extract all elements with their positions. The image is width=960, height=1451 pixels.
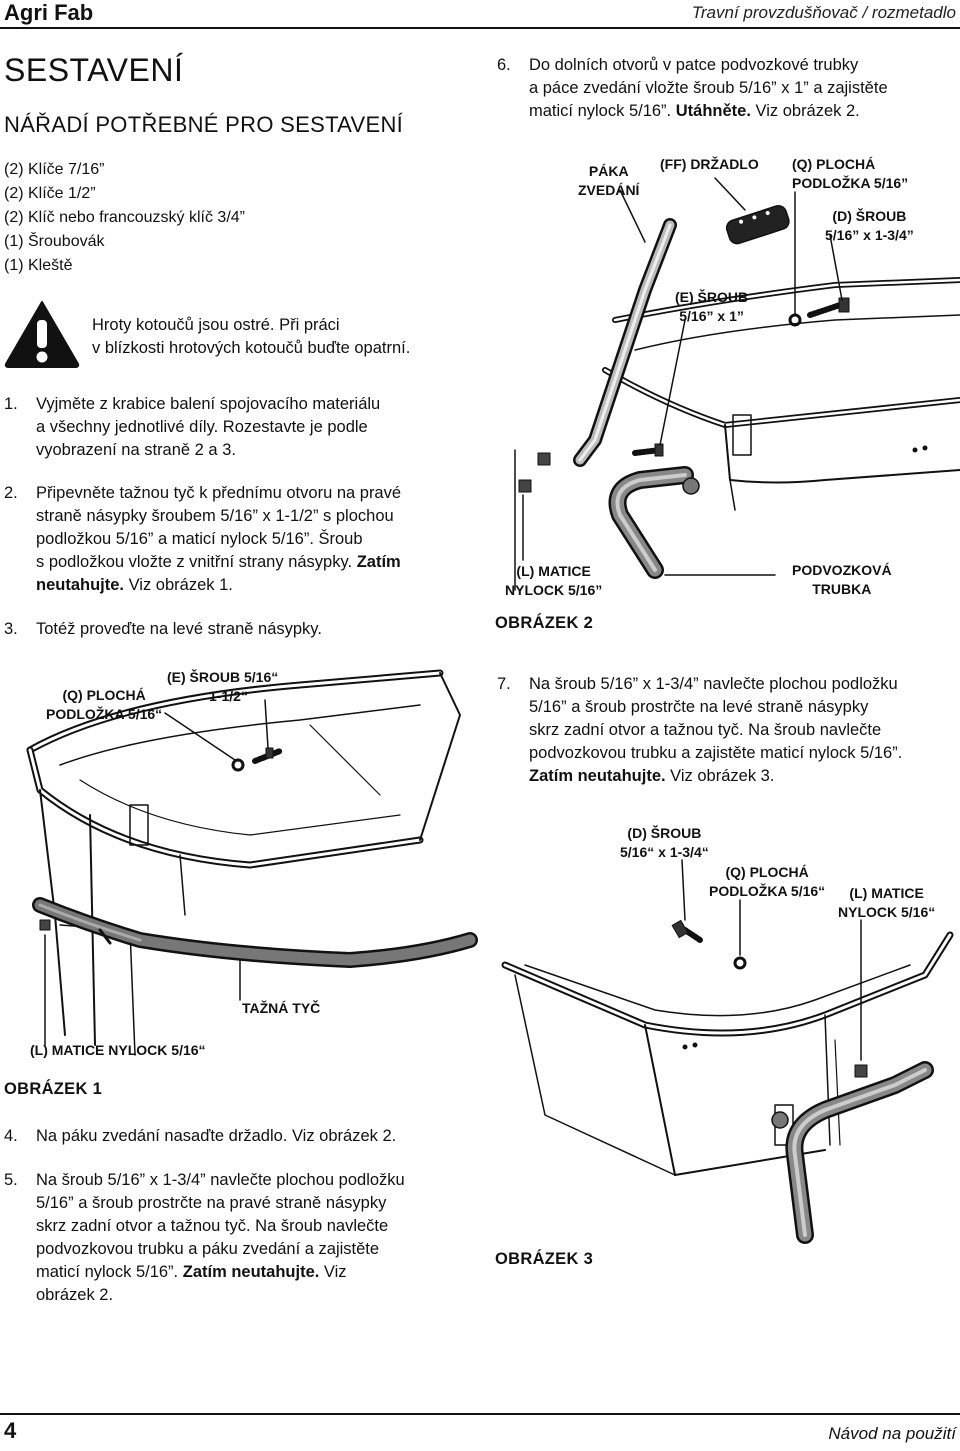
brand-logo: Agri Fab [4, 0, 94, 25]
fig3-label-bolt: (D) ŠROUB 5/16“ x 1-3/4“ [620, 824, 709, 862]
step-6: 6. Do dolních otvorů v patce podvozkové … [497, 54, 957, 123]
page-number: 4 [4, 1418, 17, 1443]
step-line: maticí nylock 5/16”. Utáhněte. Viz obráz… [529, 102, 860, 120]
step-number: 5. [4, 1171, 18, 1189]
step-line: skrz zadní otvor a tažnou tyč. Na šroub … [36, 1217, 389, 1235]
step-2: 2. Připevněte tažnou tyč k přednímu otvo… [4, 482, 474, 597]
label-line: 5/16” x 1-3/4” [825, 227, 914, 243]
manual-title: Návod na použití [828, 1424, 956, 1443]
label-line: (D) ŠROUB [627, 825, 702, 841]
figure-2-drawing [514, 177, 960, 591]
label-line: (E) ŠROUB [675, 289, 749, 305]
tools-item: (1) Kleště [4, 257, 73, 274]
fig2-label-bolt-d: (D) ŠROUB 5/16” x 1-3/4” [825, 207, 914, 245]
step-1: 1. Vyjměte z krabice balení spojovacího … [4, 393, 464, 462]
label-line: PODLOŽKA 5/16” [792, 175, 909, 191]
label-line: 5/16“ x 1-3/4“ [620, 844, 709, 860]
step-3: 3. Totéž proveďte na levé straně násypky… [4, 618, 474, 641]
step-line: Připevněte tažnou tyč k přednímu otvoru … [36, 484, 402, 502]
fig2-label-tube: PODVOZKOVÁ TRUBKA [792, 561, 892, 599]
step-line: podvozkovou trubku a páku zvedání a zaji… [36, 1240, 380, 1258]
label-line: TRUBKA [812, 581, 872, 597]
fig1-label-bolt: (E) ŠROUB 5/16“ 1-1/2“ [167, 668, 278, 706]
label-line: PODLOŽKA 5/16“ [46, 706, 163, 722]
figure-1-drawing [26, 669, 478, 1056]
warning-line: v blízkosti hrotových kotoučů buďte opat… [92, 339, 411, 357]
step-line: Totéž proveďte na levé straně násypky. [36, 620, 322, 638]
step-line: Na šroub 5/16” x 1-3/4” navlečte plochou… [36, 1171, 405, 1189]
step-number: 7. [497, 675, 511, 693]
warning-line: Hroty kotoučů jsou ostré. Při práci [92, 316, 340, 334]
step-line: a všechny jednotlivé díly. Rozestavte je… [36, 418, 368, 436]
label-line: (E) ŠROUB 5/16“ [167, 669, 279, 685]
step-4: 4. Na páku zvedání nasaďte držadlo. Viz … [4, 1125, 474, 1148]
fig1-label-towbar: TAŽNÁ TYČ [242, 1000, 321, 1016]
step-line: s podložkou vložte z vnitřní strany násy… [36, 553, 401, 571]
section-title: SESTAVENÍ [4, 52, 184, 88]
step-number: 1. [4, 395, 18, 413]
tools-item: (1) Šroubovák [4, 233, 105, 250]
step-line: 5/16” a šroub prostrčte na pravé straně … [36, 1194, 387, 1212]
label-line: NYLOCK 5/16“ [838, 904, 936, 920]
step-number: 4. [4, 1127, 18, 1145]
tools-list: (2) Klíče 7/16” (2) Klíče 1/2” (2) Klíč … [4, 158, 245, 278]
step-line: neutahujte. Viz obrázek 1. [36, 576, 233, 594]
step-number: 6. [497, 56, 511, 74]
fig1-label-nut: (L) MATICE NYLOCK 5/16“ [30, 1042, 206, 1058]
label-line: ZVEDÁNÍ [578, 182, 640, 198]
step-line: maticí nylock 5/16”. Zatím neutahujte. V… [36, 1263, 347, 1281]
figure-1-caption: OBRÁZEK 1 [4, 1080, 103, 1098]
label-line: PODVOZKOVÁ [792, 562, 892, 578]
footer-rule [0, 1413, 960, 1415]
label-line: (L) MATICE [516, 563, 591, 579]
product-title: Travní provzdušňovač / rozmetadlo [691, 3, 956, 22]
step-5: 5. Na šroub 5/16” x 1-3/4” navlečte ploc… [4, 1169, 474, 1307]
step-7: 7. Na šroub 5/16” x 1-3/4” navlečte ploc… [497, 673, 957, 788]
fig2-label-nut: (L) MATICE NYLOCK 5/16” [505, 562, 602, 600]
step-number: 3. [4, 620, 18, 638]
label-line: (Q) PLOCHÁ [62, 687, 146, 703]
step-line: podvozkovou trubku a zajistěte maticí ny… [529, 744, 903, 762]
tools-item: (2) Klíče 7/16” [4, 161, 105, 178]
tools-item: (2) Klíč nebo francouzský klíč 3/4” [4, 209, 245, 226]
step-line: straně násypky šroubem 5/16” x 1-1/2” s … [36, 507, 394, 525]
label-line: PODLOŽKA 5/16“ [709, 883, 826, 899]
tools-heading: NÁŘADÍ POTŘEBNÉ PRO SESTAVENÍ [4, 112, 404, 137]
figure-3-drawing [501, 859, 954, 1244]
step-line: podložkou 5/16” a maticí nylock 5/16”. Š… [36, 530, 363, 548]
step-line: vyobrazení na straně 2 a 3. [36, 441, 236, 459]
step-line: Do dolních otvorů v patce podvozkové tru… [529, 56, 859, 74]
figure-3-caption: OBRÁZEK 3 [495, 1250, 594, 1268]
step-line: Zatím neutahujte. Viz obrázek 3. [529, 767, 775, 785]
step-line: Vyjměte z krabice balení spojovacího mat… [36, 395, 381, 413]
step-number: 2. [4, 484, 18, 502]
fig2-label-handle: (FF) DRŽADLO [660, 156, 759, 172]
figure-2-caption: OBRÁZEK 2 [495, 614, 594, 632]
fig2-label-washer: (Q) PLOCHÁ PODLOŽKA 5/16” [792, 155, 908, 193]
label-line: NYLOCK 5/16” [505, 582, 603, 598]
step-line: 5/16” a šroub prostrčte na levé straně n… [529, 698, 869, 716]
label-line: (D) ŠROUB [832, 208, 907, 224]
tools-item: (2) Klíče 1/2” [4, 185, 96, 202]
warning-text: Hroty kotoučů jsou ostré. Při práci v bl… [92, 314, 410, 360]
step-line: Na šroub 5/16” x 1-3/4” navlečte plochou… [529, 675, 898, 693]
fig1-label-washer: (Q) PLOCHÁ PODLOŽKA 5/16“ [46, 686, 162, 724]
fig3-label-nut: (L) MATICE NYLOCK 5/16“ [838, 884, 935, 922]
label-line: 1-1/2“ [209, 688, 248, 704]
label-line: (Q) PLOCHÁ [792, 156, 876, 172]
step-line: skrz zadní otvor a tažnou tyč. Na šroub … [529, 721, 882, 739]
warning-icon [4, 301, 80, 368]
label-line: 5/16” x 1” [679, 308, 744, 324]
label-line: PÁKA [588, 163, 629, 179]
step-line: a páce zvedání vložte šroub 5/16” x 1” a… [529, 79, 888, 97]
fig3-label-washer: (Q) PLOCHÁ PODLOŽKA 5/16“ [709, 863, 825, 901]
step-line: obrázek 2. [36, 1286, 114, 1304]
fig2-label-bolt-e: (E) ŠROUB 5/16” x 1” [675, 288, 748, 326]
label-line: (L) MATICE [849, 885, 924, 901]
step-line: Na páku zvedání nasaďte držadlo. Viz obr… [36, 1127, 397, 1145]
header-rule [0, 27, 960, 29]
fig2-label-lever: PÁKA ZVEDÁNÍ [578, 162, 639, 200]
label-line: (Q) PLOCHÁ [725, 864, 809, 880]
